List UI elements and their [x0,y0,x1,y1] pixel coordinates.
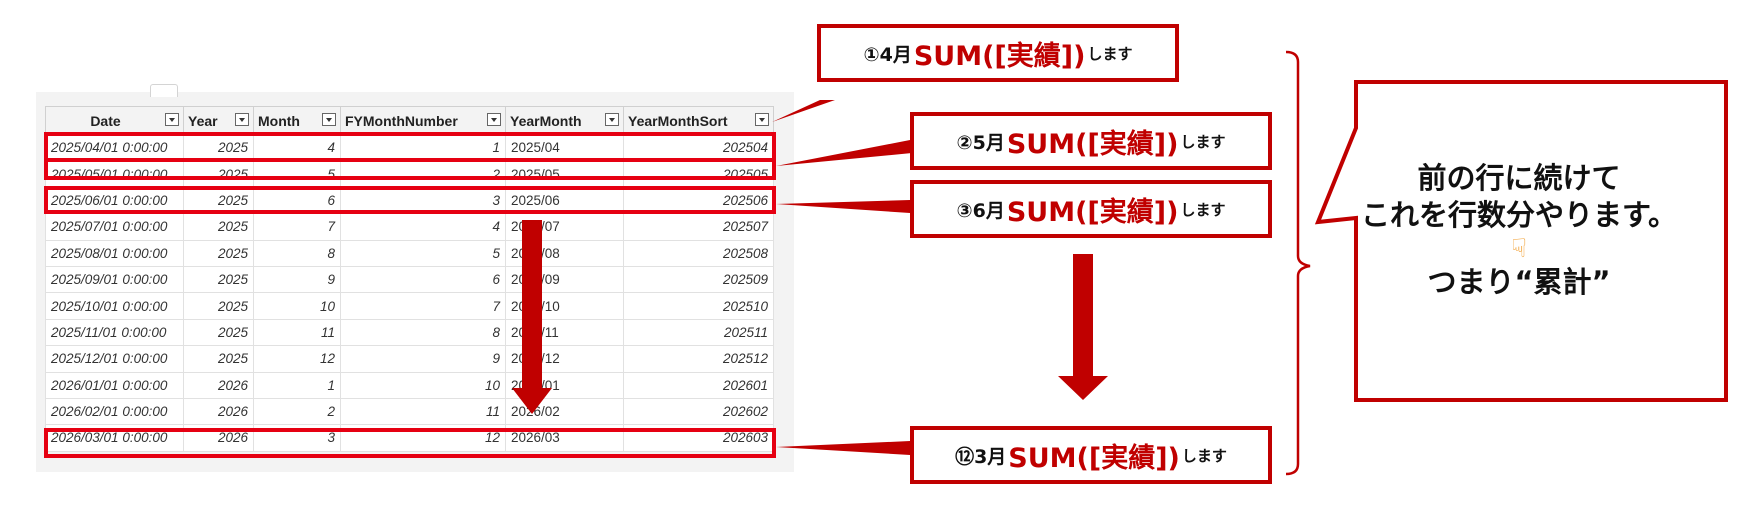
row-highlight-may [44,158,776,180]
column-header-yearmonth[interactable]: YearMonth [505,106,624,135]
filter-dropdown-icon[interactable] [165,113,179,126]
callout-pointer-april [772,100,835,122]
filter-dropdown-icon[interactable] [487,113,501,126]
cumulative-note: 前の行に続けて これを行数分やります。 ☟ つまり“累計” [1354,160,1684,301]
note-line-2: これを行数分やります。 [1360,198,1678,232]
column-header-yearmonthsort[interactable]: YearMonthSort [623,106,774,135]
filter-dropdown-icon[interactable] [322,113,336,126]
column-header-date[interactable]: Date [45,106,184,135]
table-view-tab[interactable] [150,84,178,97]
column-header-month[interactable]: Month [253,106,341,135]
table-down-arrow-icon [512,220,552,414]
filter-dropdown-icon[interactable] [235,113,249,126]
data-table: Date Year Month FYMonthNumber YearMonth … [45,106,774,452]
right-bracket [1285,50,1311,476]
row-highlight-march [44,428,776,458]
flow-down-arrow-icon [1058,254,1108,400]
note-callout-bubble [1314,80,1728,402]
row-highlight-june [44,186,776,214]
callout-pointer-march [776,441,910,455]
callout-pointer-june [776,200,910,213]
note-line-3: つまり“累計” [1427,265,1611,299]
table-header: Date Year Month FYMonthNumber YearMonth … [45,106,774,135]
column-header-fymonthnumber[interactable]: FYMonthNumber [340,106,506,135]
callout-pointer-may [776,140,912,166]
pointing-down-hand-icon: ☟ [1511,234,1527,264]
filter-dropdown-icon[interactable] [605,113,619,126]
note-line-1: 前の行に続けて [1417,161,1621,195]
filter-dropdown-icon[interactable] [755,113,769,126]
